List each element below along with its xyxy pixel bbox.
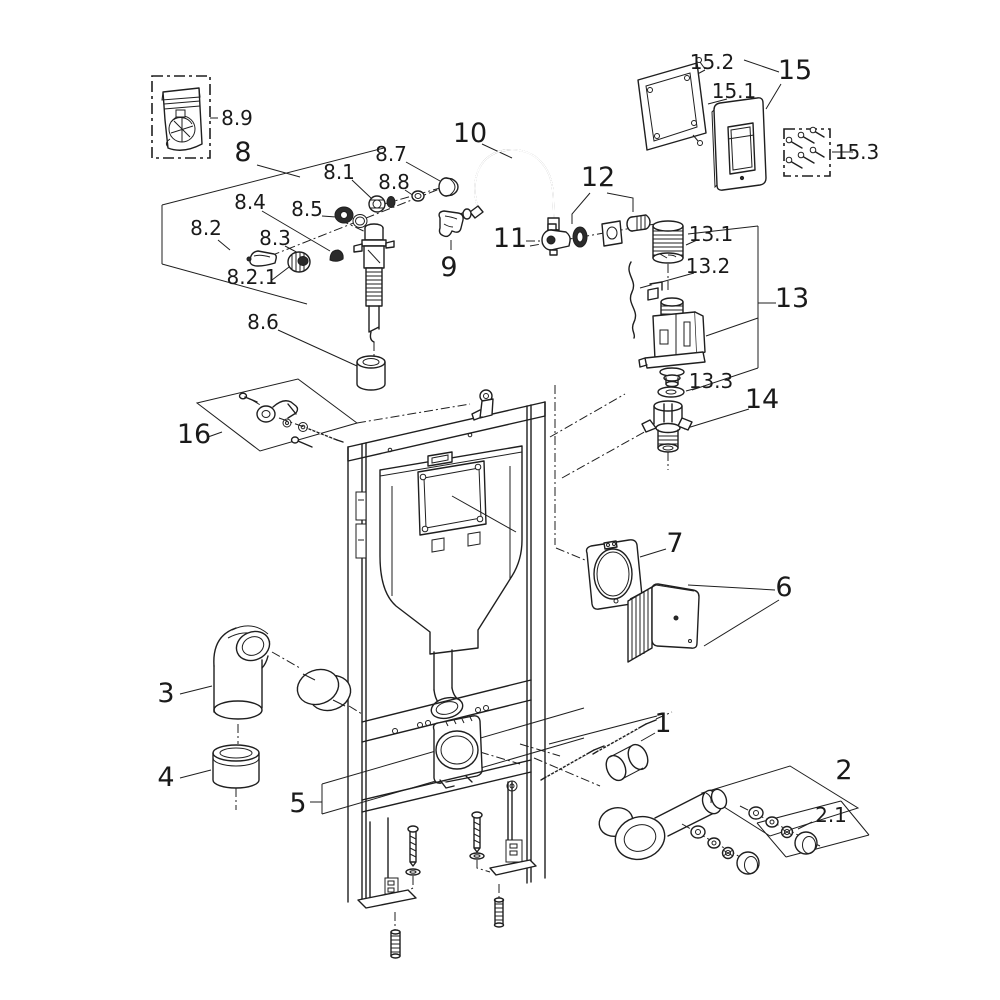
flush-bend-3	[213, 625, 271, 720]
part-label-14: 14	[745, 384, 779, 415]
part-label-13-2: 13.2	[686, 254, 731, 278]
spares-bag-8-9	[151, 75, 211, 159]
flush-plate-15	[711, 97, 767, 191]
part-label-8-9: 8.9	[221, 106, 253, 130]
group-2-plane	[700, 765, 870, 858]
plate-mounting-frame-15-1	[637, 57, 707, 151]
part-label-8-7: 8.7	[375, 142, 407, 166]
wall-bracket-set-16	[238, 392, 344, 448]
group-8-plane	[161, 117, 441, 367]
part-label-8-6: 8.6	[247, 310, 279, 334]
assembly-axes	[235, 185, 821, 930]
outlet-pipe-set-2	[598, 788, 818, 875]
part-label-13: 13	[775, 283, 809, 314]
part-label-8-2: 8.2	[190, 216, 222, 240]
actuating-wire-13-2	[628, 261, 637, 339]
floor-fixing-screws	[390, 811, 505, 959]
installation-frame	[347, 389, 546, 909]
part-label-6: 6	[775, 572, 792, 603]
part-label-12: 12	[581, 162, 615, 193]
connection-set-12	[572, 214, 651, 248]
part-label-13-1: 13.1	[689, 222, 734, 246]
screw-set-15-3	[783, 126, 831, 177]
part-label-15-2: 15.2	[690, 50, 735, 74]
seal-washer-13-3	[657, 386, 685, 398]
part-label-15-3: 15.3	[835, 140, 880, 164]
inlet-elbow-8-2-1	[246, 250, 277, 267]
sealing-cap-4	[212, 744, 260, 789]
group-1-plane	[548, 715, 658, 745]
part-labels: 8 8.9 8.7 8.1 8.8 8.4 8.5 8.2 8.3 8.2.1 …	[157, 50, 879, 827]
mounting-nut-8-1	[368, 195, 396, 213]
group-5-leaders	[310, 707, 585, 815]
part-label-2: 2	[835, 755, 852, 786]
part-label-15-1: 15.1	[712, 79, 757, 103]
part-label-7: 7	[666, 528, 683, 559]
part-label-8-2-1: 8.2.1	[227, 265, 278, 289]
group-13-bracket	[639, 225, 776, 430]
part-label-8-4: 8.4	[234, 190, 266, 214]
part-label-15: 15	[778, 55, 812, 86]
protection-box-6	[627, 583, 700, 663]
part-label-8: 8	[234, 137, 251, 168]
part-label-4: 4	[157, 762, 174, 793]
angle-valve-11	[541, 223, 571, 256]
part-label-2-1: 2.1	[815, 803, 847, 827]
part-label-8-5: 8.5	[291, 197, 323, 221]
knurled-nut-8-3	[287, 251, 311, 273]
threaded-rods-1	[540, 719, 657, 782]
fill-valve-assembly-8	[353, 223, 395, 391]
group-16-plane	[195, 378, 471, 452]
part-label-16: 16	[177, 419, 211, 450]
part-label-13-3: 13.3	[689, 369, 734, 393]
retaining-clip-9	[438, 210, 464, 238]
flush-valve-body-13	[638, 281, 706, 388]
cap-8-7	[438, 177, 459, 197]
coupling-ring	[296, 668, 352, 712]
shank-seal-8-5	[334, 206, 368, 228]
gasket-frame-7	[585, 539, 643, 610]
bellows-13-1	[652, 220, 684, 264]
part-label-8-1: 8.1	[323, 160, 355, 184]
part-label-10: 10	[453, 118, 487, 149]
cone-seal-8-4	[329, 249, 344, 262]
group-6-7-leaders	[179, 143, 780, 779]
lock-nut-8-8	[411, 190, 425, 202]
part-label-1: 1	[654, 708, 671, 739]
part-label-9: 9	[440, 252, 457, 283]
part-label-5: 5	[289, 788, 306, 819]
part-label-11: 11	[493, 223, 527, 254]
part-label-8-8: 8.8	[378, 170, 410, 194]
part-label-3: 3	[157, 678, 174, 709]
outlet-seat-14	[641, 400, 693, 453]
part-label-8-3: 8.3	[259, 226, 291, 250]
